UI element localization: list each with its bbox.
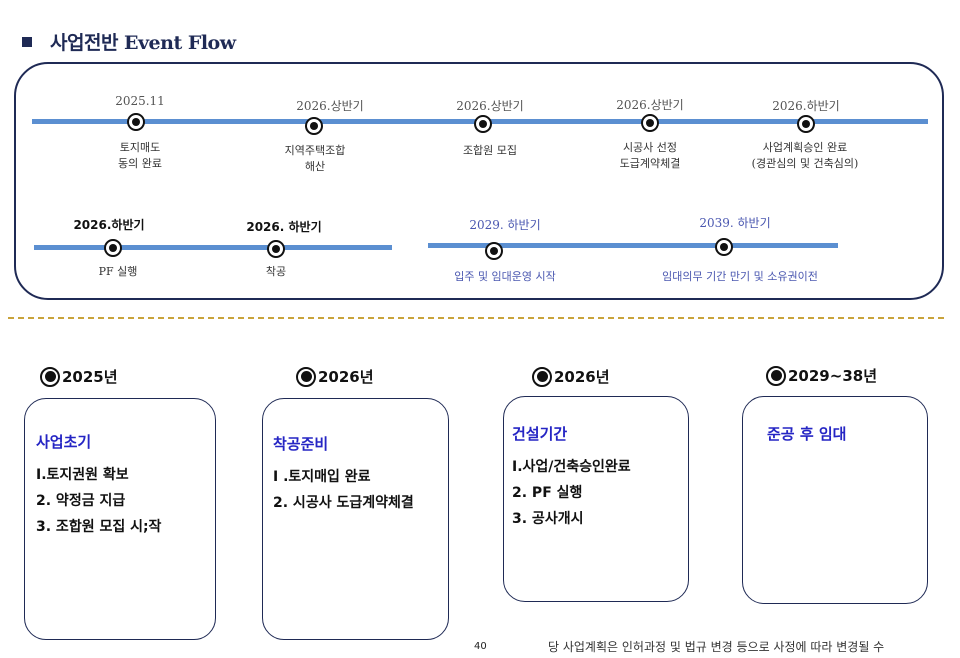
stage-card-item: 2. PF 실행 — [512, 485, 583, 501]
event-date: 2026.상반기 — [296, 99, 364, 113]
event-label: 입주 및 임대운영 시작 — [454, 270, 556, 283]
timeline-line-right — [428, 243, 838, 248]
timeline-node-icon — [104, 239, 122, 257]
event-label: PF 실행 — [98, 265, 138, 278]
timeline-node-icon — [267, 240, 285, 258]
event-flow-panel — [14, 62, 944, 300]
event-date: 2026.하반기 — [73, 218, 145, 232]
stage-card-title: 착공준비 — [273, 435, 329, 453]
timeline-line-left — [34, 245, 392, 250]
timeline-node-icon — [305, 117, 323, 135]
stage-card-title: 건설기간 — [512, 425, 568, 443]
stage-heading: 2026년 — [532, 366, 610, 387]
event-date: 2026.상반기 — [456, 99, 524, 113]
stage-card: 사업초기 I.토지권원 확보 2. 약정금 지급 3. 조합원 모집 시;작 — [24, 398, 216, 640]
event-label: 조합원 모집 — [462, 144, 518, 157]
event-date: 2026.하반기 — [772, 99, 840, 113]
event-label: 임대의무 기간 만기 및 소유권이전 — [662, 270, 818, 283]
timeline-node-icon — [641, 114, 659, 132]
event-date: 2039. 하반기 — [699, 216, 771, 230]
timeline-node-icon — [127, 113, 145, 131]
stage-card-title: 사업초기 — [36, 433, 92, 451]
event-date: 2026. 하반기 — [246, 220, 322, 234]
stage-card-title: 준공 후 임대 — [767, 425, 847, 443]
footnote: 당 사업계획은 인허과정 및 법규 변경 등으로 사정에 따라 변경될 수 — [548, 640, 885, 654]
event-date: 2026.상반기 — [616, 98, 684, 112]
stage-card-item: I.사업/건축승인완료 — [512, 459, 631, 475]
stage-card-item: I.토지권원 확보 — [36, 467, 129, 483]
stage-card-item: 2. 약정금 지급 — [36, 493, 126, 509]
square-bullet-icon — [22, 36, 32, 47]
stage-card-item: 3. 조합원 모집 시;작 — [36, 519, 162, 535]
target-bullet-icon — [766, 365, 786, 386]
event-date: 2029. 하반기 — [469, 218, 541, 232]
event-date: 2025.11 — [115, 94, 165, 108]
stage-heading: 2029~38년 — [766, 365, 877, 386]
target-bullet-icon — [532, 366, 552, 387]
stage-card: 착공준비 I .토지매입 완료 2. 시공사 도급계약체결 — [262, 398, 449, 640]
event-label: 사업계획승인 완료(경관심의 및 건축심의) — [751, 141, 859, 170]
page-title: 사업전반 Event Flow — [50, 32, 236, 54]
target-bullet-icon — [40, 366, 60, 387]
page-header: 사업전반 Event Flow — [22, 28, 236, 55]
section-divider — [8, 317, 944, 319]
event-label: 착공 — [265, 265, 287, 278]
stage-card-item: 3. 공사개시 — [512, 511, 584, 527]
stage-card-item: I .토지매입 완료 — [273, 469, 371, 485]
timeline-node-icon — [797, 115, 815, 133]
target-bullet-icon — [296, 366, 316, 387]
stage-card-item: 2. 시공사 도급계약체결 — [273, 495, 414, 511]
timeline-node-icon — [715, 238, 733, 256]
stage-card: 준공 후 임대 — [742, 396, 928, 604]
timeline-node-icon — [474, 115, 492, 133]
stage-heading: 2026년 — [296, 366, 374, 387]
stage-card: 건설기간 I.사업/건축승인완료 2. PF 실행 3. 공사개시 — [503, 396, 689, 602]
page-number: 40 — [474, 641, 487, 652]
timeline-node-icon — [485, 242, 503, 260]
stage-heading: 2025년 — [40, 366, 118, 387]
